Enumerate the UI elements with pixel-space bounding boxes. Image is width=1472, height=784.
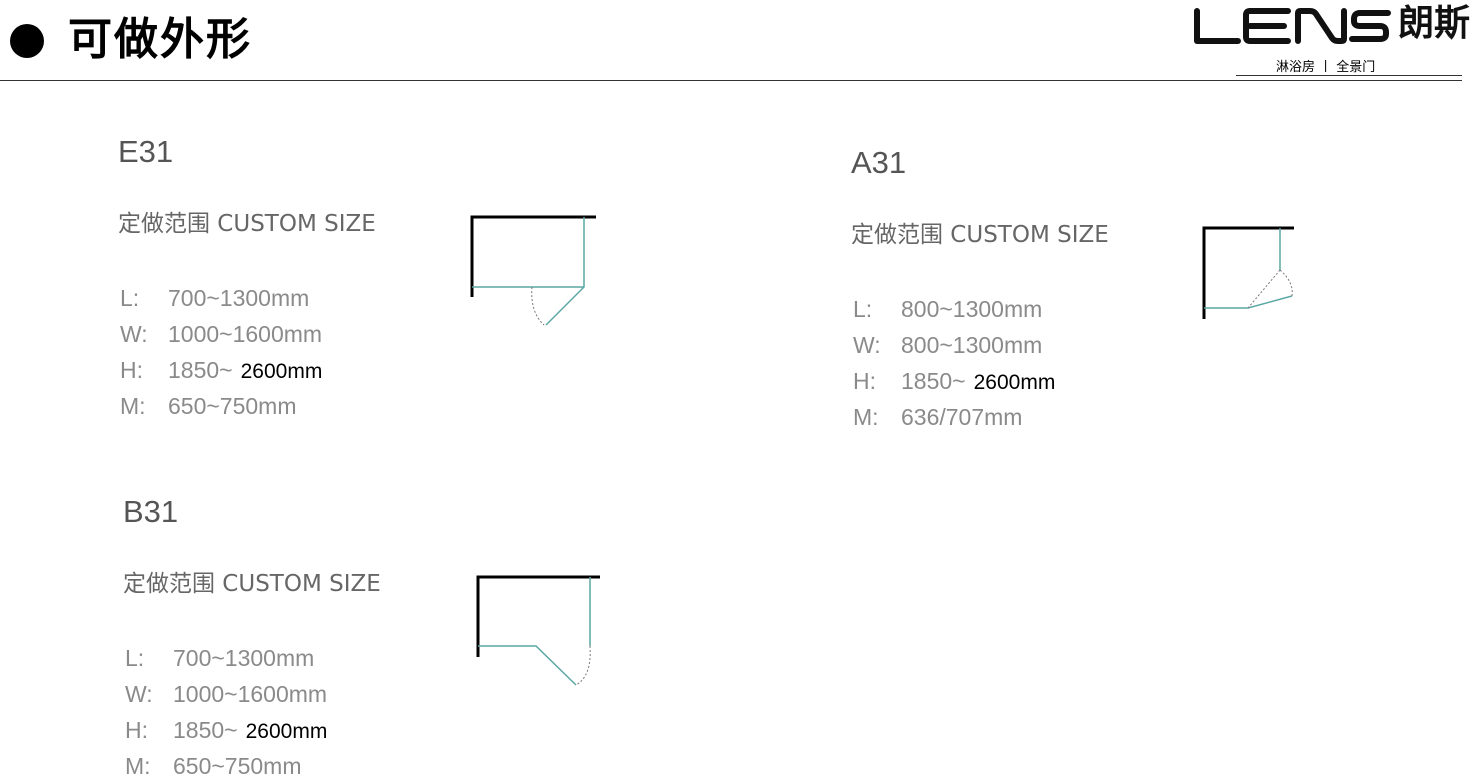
- e31-layout-diagram: [470, 215, 596, 326]
- height-max-value: 2600mm: [973, 371, 1056, 394]
- spec-row-height: H:1850~2600mm: [125, 717, 328, 743]
- brand-subtitle-underline: [1236, 75, 1462, 76]
- b31-layout-diagram: [476, 575, 600, 686]
- height-max-value: 2600mm: [240, 360, 323, 383]
- spec-row-length: L:700~1300mm: [120, 285, 310, 311]
- spec-row-width: W:1000~1600mm: [120, 321, 323, 347]
- spec-list: L:800~1300mm W:800~1300mm H:1850~2600mm …: [853, 291, 1055, 435]
- model-name: A31: [851, 145, 907, 180]
- spec-row-length: L:700~1300mm: [125, 645, 315, 671]
- spec-row-width: W:800~1300mm: [853, 332, 1043, 358]
- model-name: B31: [123, 494, 179, 529]
- spec-row-height: H:1850~2600mm: [853, 368, 1056, 394]
- spec-list: L:700~1300mm W:1000~1600mm H:1850~2600mm…: [125, 640, 327, 784]
- spec-row-length: L:800~1300mm: [853, 296, 1043, 322]
- custom-size-label: 定做范围 CUSTOM SIZE: [851, 222, 1109, 248]
- header-divider: [0, 80, 1462, 81]
- spec-list: L:700~1300mm W:1000~1600mm H:1850~2600mm…: [120, 280, 322, 424]
- page-title: 可做外形: [68, 14, 252, 65]
- spec-row-height: H:1850~2600mm: [120, 357, 323, 383]
- custom-size-label: 定做范围 CUSTOM SIZE: [123, 571, 381, 597]
- spec-row-door: M:636/707mm: [853, 404, 1023, 430]
- lens-logo: [1194, 8, 1391, 44]
- spec-row-door: M:650~750mm: [120, 393, 297, 419]
- custom-size-label: 定做范围 CUSTOM SIZE: [118, 211, 376, 237]
- height-max-value: 2600mm: [245, 720, 328, 743]
- brand-subtitle: 淋浴房 丨 全景门: [1276, 60, 1376, 75]
- a31-layout-diagram: [1202, 226, 1294, 319]
- brand-chinese-name: 朗斯: [1398, 3, 1471, 44]
- spec-row-width: W:1000~1600mm: [125, 681, 328, 707]
- model-name: E31: [118, 134, 174, 169]
- header-bullet-icon: [10, 24, 44, 58]
- spec-row-door: M:650~750mm: [125, 753, 302, 779]
